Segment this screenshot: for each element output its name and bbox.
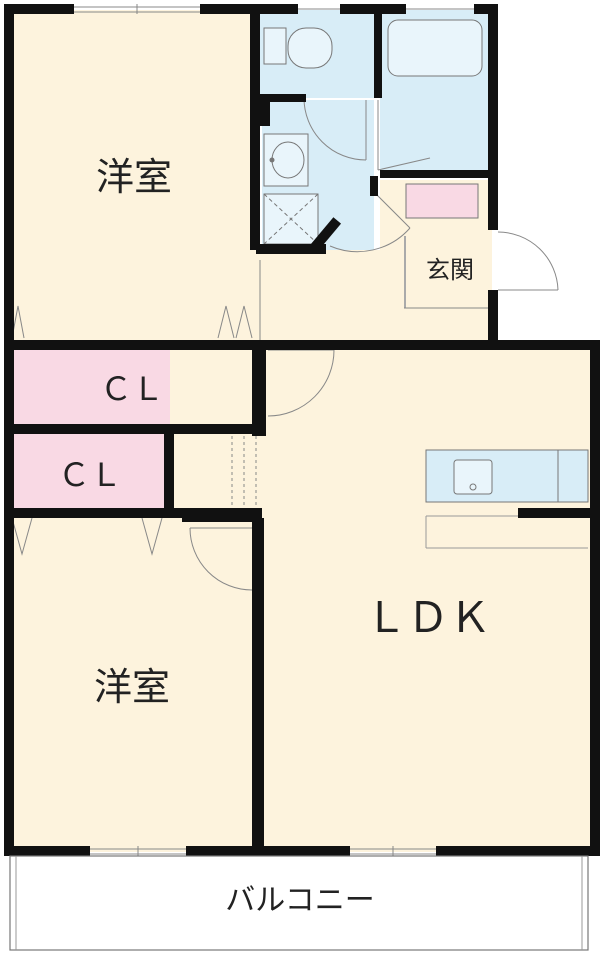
kitchen-counter [425,449,589,549]
western-room-bottom-label: 洋室 [94,665,170,709]
closet-2-label: ＣＬ [58,456,122,494]
wash-basin-icon [263,133,309,187]
balcony [9,855,589,951]
ldk-floor [262,344,592,852]
western-room-top-floor [10,10,256,344]
ldk-label: ＬＤＫ [365,593,491,642]
walls [4,4,600,856]
entrance-label: 玄関 [426,256,474,284]
shoe-cabinet [405,183,479,219]
toilet-icon [263,27,333,69]
floor-fills [10,10,592,852]
closet-2-floor [10,434,170,514]
folding-door-marks [11,236,490,556]
washing-machine-pan-icon [263,193,319,245]
closet-1-label: ＣＬ [100,370,164,408]
sink-icon [453,459,493,495]
bathtub-icon [387,19,483,77]
fixtures [263,19,483,245]
balcony-label: バルコニー [225,883,374,918]
windows [74,4,474,856]
western-room-top-label: 洋室 [96,155,172,199]
western-room-bottom-floor [10,512,256,852]
